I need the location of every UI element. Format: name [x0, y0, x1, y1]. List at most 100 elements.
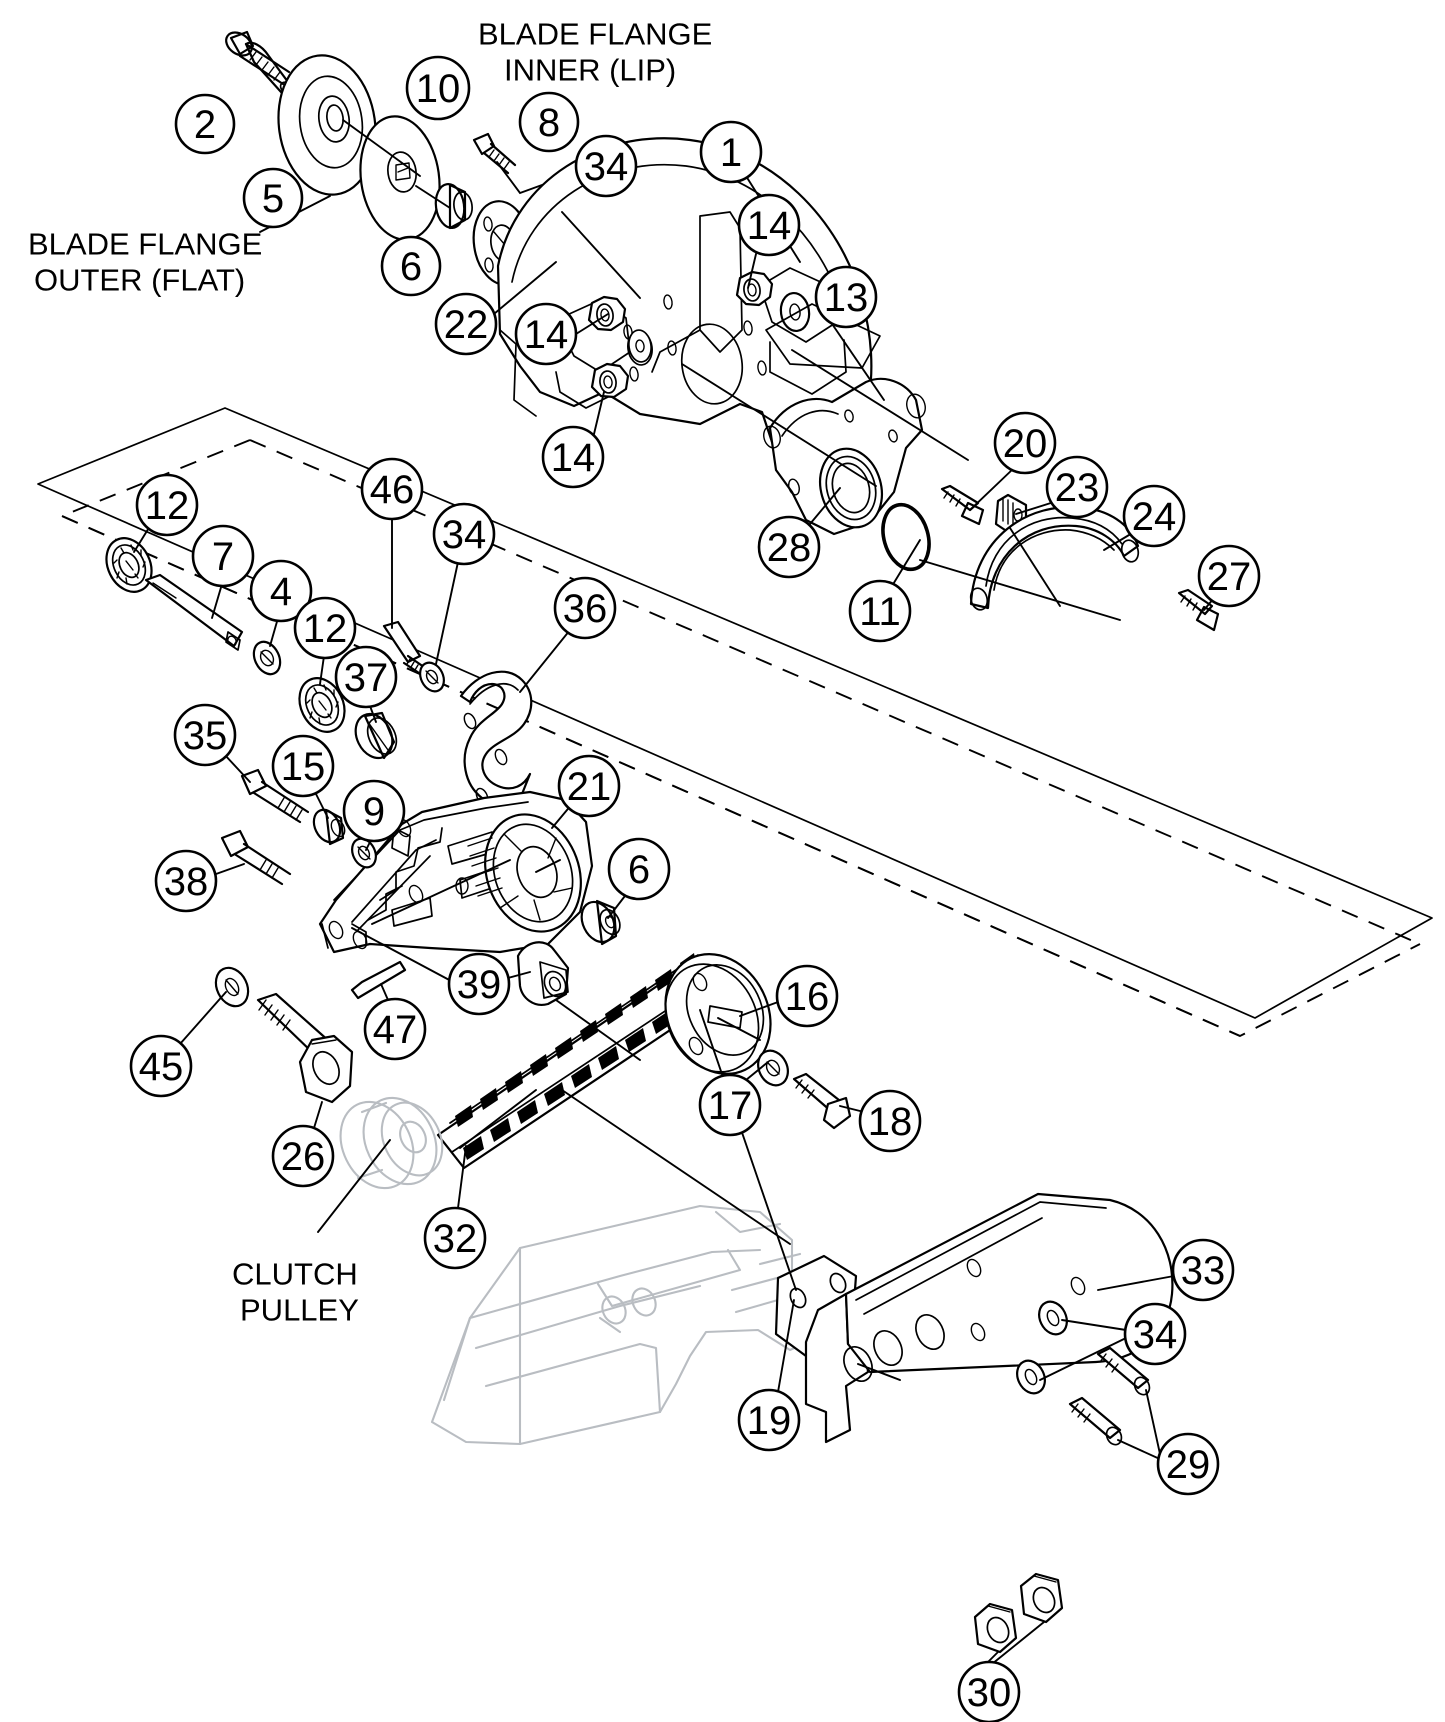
- part-spacer-bushing-6: [434, 183, 473, 230]
- callout-38[interactable]: 38: [154, 849, 218, 913]
- svg-text:16: 16: [785, 975, 830, 1019]
- callout-17[interactable]: 17: [698, 1073, 762, 1137]
- callout-2[interactable]: 2: [174, 93, 236, 155]
- callout-4[interactable]: 4: [249, 559, 313, 623]
- svg-text:19: 19: [747, 1399, 792, 1443]
- svg-text:4: 4: [270, 570, 292, 614]
- svg-text:23: 23: [1055, 466, 1100, 510]
- callout-9[interactable]: 9: [342, 779, 406, 843]
- callout-14-c[interactable]: 14: [541, 425, 605, 489]
- callout-13[interactable]: 13: [814, 265, 878, 329]
- callout-12-b[interactable]: 12: [293, 596, 357, 660]
- callout-16[interactable]: 16: [775, 964, 839, 1028]
- part-knob-14-c: [590, 362, 630, 399]
- part-pulley-16: [664, 953, 772, 1075]
- part-nut-26: [256, 992, 354, 1104]
- svg-text:10: 10: [416, 67, 461, 111]
- callout-12-a[interactable]: 12: [135, 473, 199, 537]
- part-bearing-12-b: [298, 677, 346, 733]
- callout-30[interactable]: 30: [957, 1660, 1021, 1722]
- svg-text:34: 34: [1133, 1313, 1178, 1357]
- callout-36[interactable]: 36: [553, 576, 617, 640]
- callout-47[interactable]: 47: [363, 997, 427, 1061]
- part-bolt-27: [1177, 588, 1220, 632]
- callout-6-lower[interactable]: 6: [607, 837, 671, 901]
- callout-34-mid[interactable]: 34: [432, 502, 496, 566]
- callout-35[interactable]: 35: [173, 703, 237, 767]
- svg-text:24: 24: [1132, 495, 1177, 539]
- callout-6-upper[interactable]: 6: [380, 235, 442, 297]
- callout-1[interactable]: 1: [699, 120, 763, 184]
- svg-text:47: 47: [373, 1008, 418, 1052]
- part-bearing-housing-28: [763, 377, 926, 536]
- callout-28[interactable]: 28: [757, 515, 821, 579]
- svg-text:45: 45: [139, 1045, 184, 1089]
- callout-7[interactable]: 7: [191, 524, 255, 588]
- callout-balloons: 2 10 8 5 6 22 34 1 14 13 14 14 28 11 20 …: [129, 55, 1261, 1722]
- part-nut-30-b: [1019, 1572, 1064, 1624]
- callout-33[interactable]: 33: [1171, 1238, 1235, 1302]
- callout-15[interactable]: 15: [271, 734, 335, 798]
- callout-29[interactable]: 29: [1156, 1432, 1220, 1496]
- part-nut-30-a: [973, 1602, 1018, 1654]
- callout-27[interactable]: 27: [1197, 544, 1261, 608]
- callout-46[interactable]: 46: [360, 457, 424, 521]
- svg-text:18: 18: [868, 1100, 913, 1144]
- svg-text:21: 21: [567, 765, 612, 809]
- part-blade-flange-outer-5: [277, 54, 377, 196]
- callout-8[interactable]: 8: [518, 91, 580, 153]
- callout-10[interactable]: 10: [405, 55, 471, 121]
- callout-20[interactable]: 20: [993, 411, 1057, 475]
- callout-34-lower[interactable]: 34: [1123, 1302, 1187, 1366]
- note-blade-flange-outer-line1: BLADE FLANGE: [28, 226, 262, 261]
- part-washer-45: [214, 966, 250, 1008]
- svg-text:8: 8: [538, 101, 560, 145]
- part-shaft-7: [144, 573, 244, 651]
- part-collar-37: [354, 711, 398, 760]
- callout-32[interactable]: 32: [423, 1206, 487, 1270]
- callout-26[interactable]: 26: [271, 1124, 335, 1188]
- callout-39[interactable]: 39: [447, 952, 511, 1016]
- svg-text:9: 9: [363, 790, 385, 834]
- svg-text:14: 14: [524, 313, 569, 357]
- svg-text:6: 6: [400, 245, 422, 289]
- reference-clutch-pulley: [339, 1096, 444, 1190]
- part-cover-33: [804, 1192, 1174, 1444]
- callout-14-b[interactable]: 14: [514, 302, 578, 366]
- part-washer-34-mid: [419, 661, 445, 693]
- callout-34-top[interactable]: 34: [574, 134, 638, 198]
- callout-45[interactable]: 45: [129, 1034, 193, 1098]
- svg-text:15: 15: [281, 745, 326, 789]
- svg-text:32: 32: [433, 1217, 478, 1261]
- part-tensioner-39: [516, 941, 570, 1006]
- callout-23[interactable]: 23: [1045, 455, 1109, 519]
- part-washer-4: [252, 640, 282, 676]
- svg-text:13: 13: [824, 276, 869, 320]
- part-bolt-18: [792, 1072, 852, 1130]
- callout-19[interactable]: 19: [737, 1388, 801, 1452]
- svg-text:6: 6: [628, 848, 650, 892]
- callout-5[interactable]: 5: [242, 167, 304, 229]
- svg-text:29: 29: [1166, 1443, 1211, 1487]
- part-bolt-35: [240, 768, 310, 824]
- note-blade-flange-inner-line2: INNER (LIP): [504, 52, 676, 87]
- part-knob-14-a: [735, 270, 774, 307]
- svg-text:33: 33: [1181, 1249, 1226, 1293]
- part-washer-6-lower: [580, 899, 621, 946]
- callout-24[interactable]: 24: [1122, 484, 1186, 548]
- callout-18[interactable]: 18: [858, 1089, 922, 1153]
- part-washer-17: [757, 1049, 789, 1087]
- part-bushing-15: [312, 808, 346, 846]
- svg-text:22: 22: [444, 303, 489, 347]
- callout-11[interactable]: 11: [848, 579, 912, 643]
- callout-14-a[interactable]: 14: [737, 193, 801, 257]
- part-key-47: [350, 960, 407, 1000]
- callout-22[interactable]: 22: [434, 292, 498, 356]
- part-washer-9: [351, 837, 377, 869]
- svg-text:34: 34: [442, 513, 487, 557]
- callout-37[interactable]: 37: [334, 645, 398, 709]
- callout-21[interactable]: 21: [557, 754, 621, 818]
- svg-text:12: 12: [303, 607, 348, 651]
